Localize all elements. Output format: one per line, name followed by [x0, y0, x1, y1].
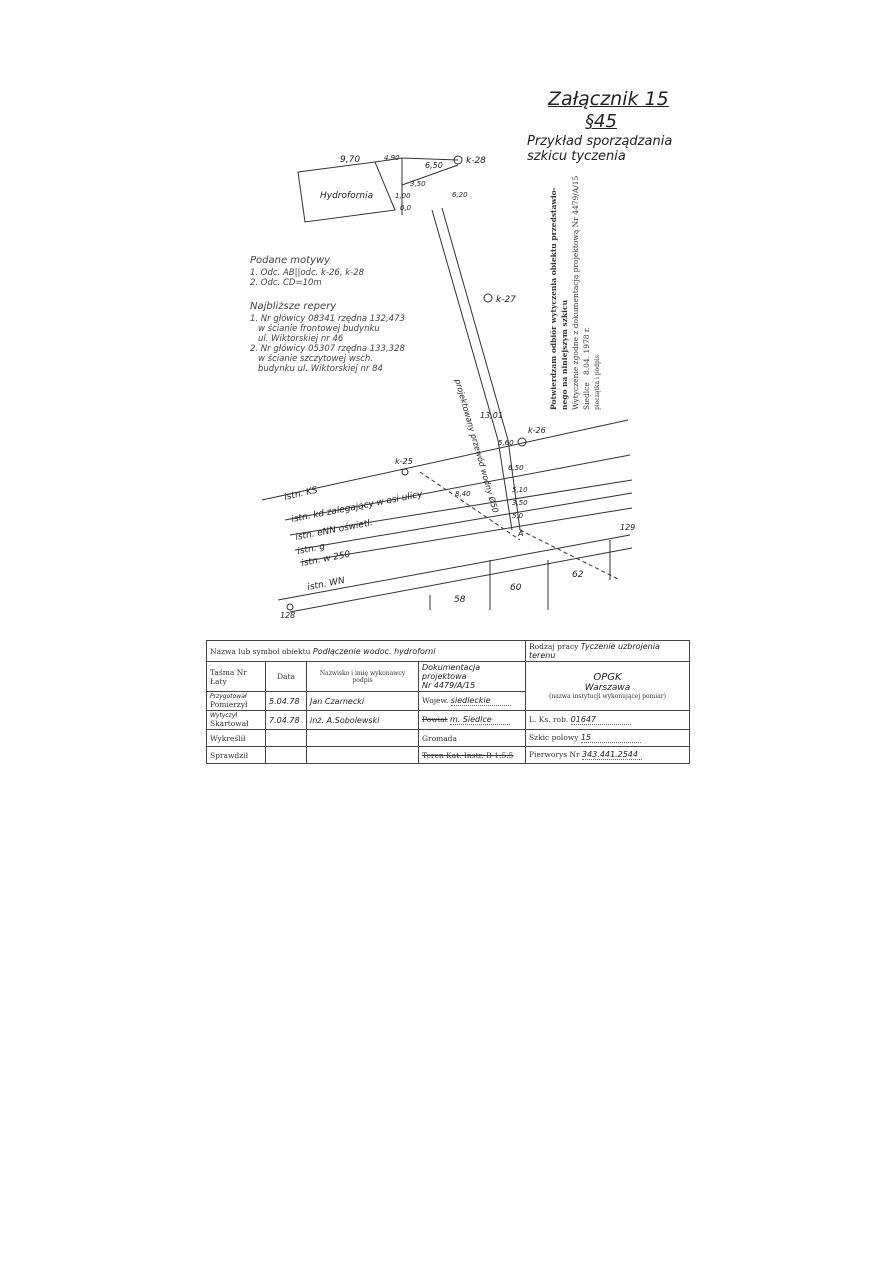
svg-text:6,50: 6,50	[425, 161, 443, 170]
svg-text:1,00: 1,00	[395, 192, 411, 200]
survey-sketch: Hydrofornia 9,70 4,90 6,50 1,00 3,50 0,0…	[261, 154, 635, 620]
svg-text:k-27: k-27	[496, 295, 516, 305]
staked-date: 7.04.78	[265, 710, 307, 730]
prepared-date: 5.04.78	[265, 691, 307, 711]
doc-number: Nr 4479/A/15	[422, 681, 476, 690]
svg-text:5,0: 5,0	[512, 512, 524, 520]
appendix-subtitle: Przykład sporządzania szkicu tyczenia	[527, 134, 673, 164]
building-outline	[297, 161, 396, 223]
svg-text:128: 128	[280, 611, 295, 620]
svg-text:3,50: 3,50	[410, 180, 426, 188]
svg-text:6,50: 6,50	[508, 464, 524, 472]
svg-text:k-26: k-26	[528, 426, 546, 435]
svg-text:5,60: 5,60	[498, 439, 514, 447]
work-type-value: Tyczenie uzbrojenia terenu	[529, 642, 660, 660]
svg-text:A: A	[517, 529, 523, 538]
svg-text:5,10: 5,10	[512, 486, 528, 494]
svg-text:0,0: 0,0	[400, 204, 412, 212]
svg-text:k-25: k-25	[395, 457, 413, 466]
svg-text:129: 129	[620, 523, 635, 532]
svg-text:3,50: 3,50	[512, 499, 528, 507]
staked-name: inż. A.Sobolewski	[306, 710, 419, 730]
approval-stamp: Potwierdzam odbiór wytyczenia obiektu pr…	[549, 175, 601, 410]
section-number: §45	[585, 111, 617, 132]
svg-text:istn. KS: istn. KS	[283, 486, 318, 503]
svg-text:4,90: 4,90	[384, 154, 400, 162]
svg-text:58: 58	[454, 595, 466, 605]
point-k26	[517, 437, 527, 447]
point-128	[286, 603, 294, 611]
sketch-notes: Podane motywy 1. Odc. AB||odc. k-26, k-2…	[250, 255, 405, 375]
svg-text:6,20: 6,20	[452, 191, 468, 199]
svg-text:60: 60	[510, 583, 522, 593]
building-label: Hydrofornia	[320, 191, 373, 201]
point-k27	[483, 293, 493, 303]
svg-text:8,40: 8,40	[455, 490, 471, 498]
prepared-name: Jan Czarnecki	[306, 691, 419, 711]
svg-text:13,01: 13,01	[480, 411, 503, 420]
svg-text:k-28: k-28	[466, 156, 486, 166]
point-k25	[401, 468, 409, 476]
svg-text:9,70: 9,70	[340, 155, 360, 165]
svg-text:62: 62	[572, 570, 584, 580]
object-name-value: Podłączenie wodoc. hydroforni	[312, 646, 436, 656]
institution-name: OPGK	[593, 672, 622, 683]
survey-form: Nazwa lub symbol obiektu Podłączenie wod…	[206, 640, 690, 764]
svg-text:istn. WN: istn. WN	[307, 576, 346, 593]
motifs-heading: Podane motywy	[250, 255, 331, 266]
benchmarks-heading: Najbliższe repery	[250, 301, 337, 312]
point-k28	[453, 155, 463, 165]
appendix-title: Załącznik 15	[548, 88, 669, 110]
